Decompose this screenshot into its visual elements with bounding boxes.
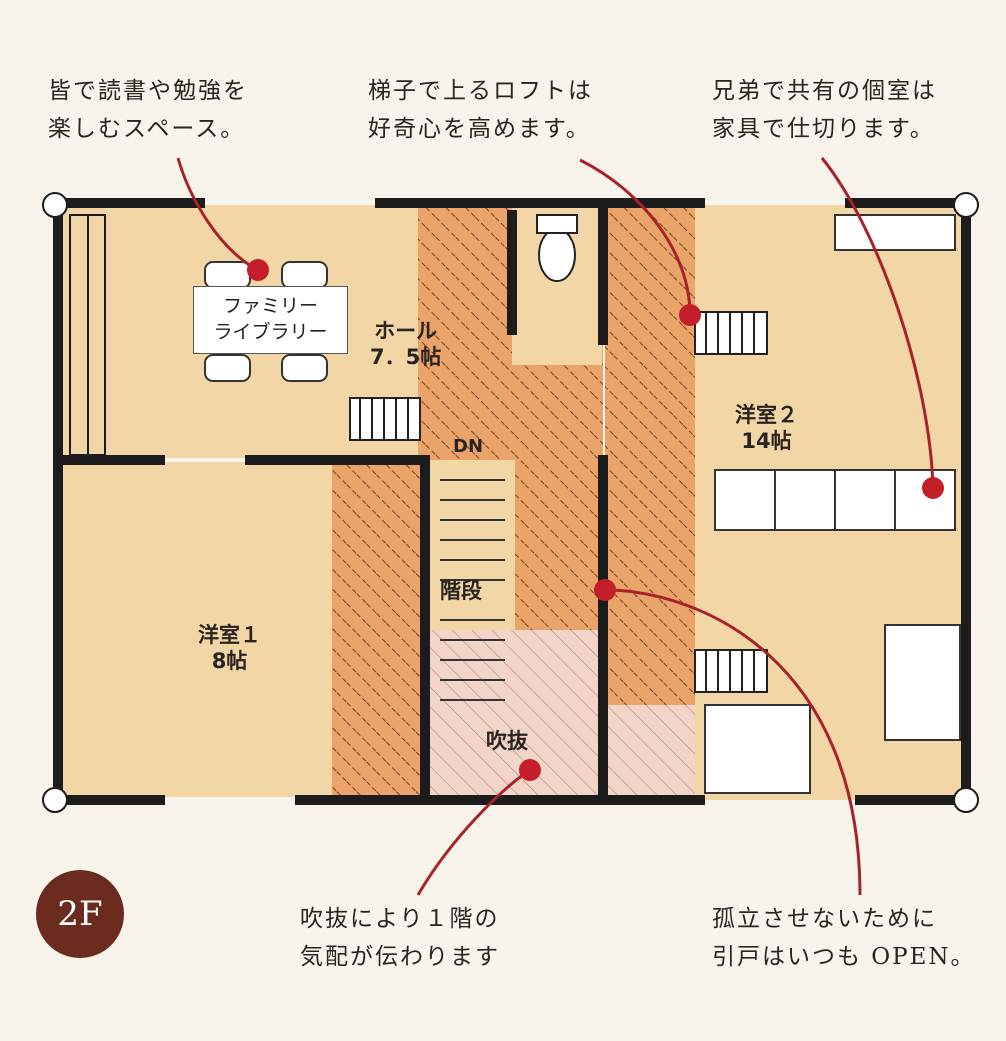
annotation-dots (247, 259, 944, 781)
corner-marks (42, 192, 979, 813)
note-sliding-door: 孤立させないために 引戸はいつも OPEN。 (712, 906, 976, 970)
toilet (538, 228, 576, 282)
closet-hatch (605, 705, 695, 800)
label-western-room-2: 洋室２ 14帖 (735, 403, 798, 453)
note-shared-room: 兄弟で共有の個室は 家具で仕切ります。 (712, 78, 937, 142)
label-hall: ホール 7．5帖 (370, 319, 442, 369)
ladder-hall (349, 397, 421, 441)
label-down: DN (453, 436, 484, 457)
annotation-lines (176, 157, 935, 896)
floor-badge: 2F (36, 870, 124, 958)
walls (53, 198, 971, 805)
note-atrium: 吹抜により１階の 気配が伝わります (300, 906, 500, 970)
ladder-room2 (694, 649, 768, 693)
family-library-table: ファミリー ライブラリー (193, 286, 348, 354)
label-western-room-1: 洋室１ 8帖 (198, 623, 261, 673)
stair-side-hatch (515, 460, 600, 630)
room2-furniture (704, 214, 961, 794)
atrium-floor (430, 630, 600, 800)
ladder-loft (694, 311, 768, 355)
note-library: 皆で読書や勉強を 楽しむスペース。 (48, 78, 248, 142)
stair-treads (440, 479, 505, 701)
western-room-1-hatch (332, 462, 422, 797)
western-room-1-floor (62, 462, 332, 797)
family-library-label-1: ファミリー (222, 295, 318, 317)
loft-hatch (605, 205, 695, 705)
family-library-label-2: ライブラリー (213, 321, 328, 343)
label-atrium: 吹抜 (486, 729, 528, 753)
label-stairs: 階段 (440, 579, 482, 603)
note-loft: 梯子で上るロフトは 好奇心を高めます。 (368, 78, 593, 142)
